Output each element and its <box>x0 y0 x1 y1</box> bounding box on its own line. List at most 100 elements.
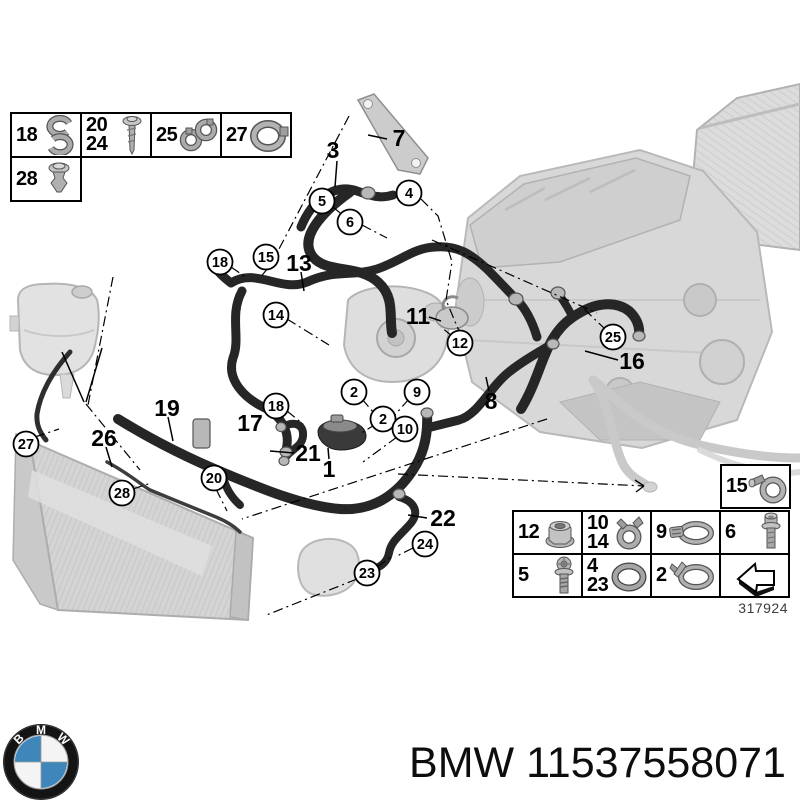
bmw-logo: B M W <box>3 723 79 800</box>
callout-plain-11: 11 <box>406 303 431 329</box>
label-ticks <box>61 134 619 519</box>
hose-8 <box>426 341 554 432</box>
svg-text:18: 18 <box>268 399 284 415</box>
torx-bolt-icon <box>554 556 574 593</box>
part-number-title: BMW 11537558071 <box>395 739 800 788</box>
hose-fittings <box>192 186 646 575</box>
svg-text:11: 11 <box>406 303 431 329</box>
ghost-parts <box>9 82 800 622</box>
callout-circled-27: 27 <box>12 430 40 458</box>
svg-text:M: M <box>36 723 46 737</box>
callout-circled-2: 2 <box>340 378 368 406</box>
callout-plain-17: 17 <box>237 410 263 436</box>
bolt-icon <box>761 512 781 548</box>
cooling-hose-diagram: 5461815141229210251820272824233713118161… <box>9 82 800 622</box>
hose-19 <box>113 409 433 515</box>
callout-circled-9: 9 <box>403 378 431 406</box>
oil-cooler <box>297 537 360 597</box>
callout-circled-2: 2 <box>369 405 397 433</box>
callout-circled-15: 15 <box>252 243 280 271</box>
callout-circled-6: 6 <box>336 208 364 236</box>
worm-hose-clamp-icon <box>669 520 714 545</box>
svg-text:18: 18 <box>212 255 228 271</box>
svg-text:25: 25 <box>605 330 621 346</box>
svg-text:4: 4 <box>405 186 413 202</box>
callout-circled-28: 28 <box>108 479 136 507</box>
legend-label: 18 <box>16 123 38 146</box>
part-number: 11537558071 <box>526 739 786 787</box>
legend-cell-6: 6 <box>719 510 790 555</box>
drawing-number: 317924 <box>738 600 788 616</box>
brand-name: BMW <box>409 739 515 787</box>
callout-circled-10: 10 <box>391 415 419 443</box>
svg-text:1: 1 <box>323 456 336 482</box>
legend-cell-2: 2 <box>650 553 721 598</box>
o-ring-icon <box>611 562 647 591</box>
legend-cell-18: 18 <box>10 112 82 158</box>
spring-hose-clamp-icon <box>669 560 714 590</box>
callout-plain-13: 13 <box>286 250 312 276</box>
svg-text:14: 14 <box>268 308 284 324</box>
svg-text:26: 26 <box>91 425 117 451</box>
hose-13 <box>226 242 522 305</box>
callout-circled-5: 5 <box>308 187 336 215</box>
spring-clamp-icon <box>616 515 644 549</box>
svg-text:6: 6 <box>346 215 354 231</box>
direction-arrow-icon <box>736 562 775 597</box>
thermostat-housing <box>317 414 367 451</box>
callout-circled-24: 24 <box>411 530 439 558</box>
legend-cell-25: 25 <box>150 112 222 158</box>
callout-plain-19: 19 <box>154 395 180 421</box>
legend-cell-5: 5 <box>512 553 583 598</box>
svg-text:10: 10 <box>397 422 413 438</box>
svg-text:17: 17 <box>237 410 263 436</box>
screw-hose-clamp-icon <box>748 473 787 503</box>
ring-clamp-icon <box>250 120 289 152</box>
callout-circled-18: 18 <box>262 392 290 420</box>
leader-arrowheads <box>634 479 645 493</box>
callout-circled-25: 25 <box>599 323 627 351</box>
svg-text:7: 7 <box>393 125 406 151</box>
logo-quadrant-blue <box>15 736 41 762</box>
svg-text:2: 2 <box>350 385 358 401</box>
expansion-rivet-icon <box>48 162 70 193</box>
legend-cell-15: 15 <box>720 464 791 509</box>
callout-plain-26: 26 <box>91 425 117 451</box>
svg-text:13: 13 <box>286 250 312 276</box>
retaining-clip-icon <box>46 115 74 155</box>
svg-text:15: 15 <box>258 250 274 266</box>
svg-text:28: 28 <box>114 486 130 502</box>
flange-nut-icon <box>545 520 575 548</box>
hose-22 <box>365 493 420 573</box>
svg-text:5: 5 <box>318 194 326 210</box>
callout-circled-20: 20 <box>200 464 228 492</box>
legend-cell-arrow <box>719 553 790 598</box>
svg-text:2: 2 <box>379 412 387 428</box>
callout-plain-8: 8 <box>485 388 498 414</box>
svg-text:19: 19 <box>154 395 180 421</box>
legend-cell-12: 12 <box>512 510 583 555</box>
svg-text:3: 3 <box>327 137 340 163</box>
engine-block <box>453 148 774 450</box>
callout-circled-18: 18 <box>206 248 234 276</box>
screw-icon <box>122 116 142 156</box>
legend-cell-28: 28 <box>10 156 82 202</box>
svg-text:12: 12 <box>452 336 468 352</box>
hose-6 <box>303 187 397 338</box>
support-bracket <box>356 93 429 175</box>
callout-plain-21: 21 <box>295 440 321 466</box>
callout-plain-7: 7 <box>393 125 406 151</box>
svg-text:8: 8 <box>485 388 498 414</box>
callout-plain-1: 1 <box>323 456 336 482</box>
callout-plain-3: 3 <box>327 137 340 163</box>
svg-text:21: 21 <box>295 440 321 466</box>
callout-circled-14: 14 <box>262 301 290 329</box>
svg-text:22: 22 <box>430 505 456 531</box>
svg-text:16: 16 <box>619 348 645 374</box>
pipe-26 <box>105 460 242 534</box>
